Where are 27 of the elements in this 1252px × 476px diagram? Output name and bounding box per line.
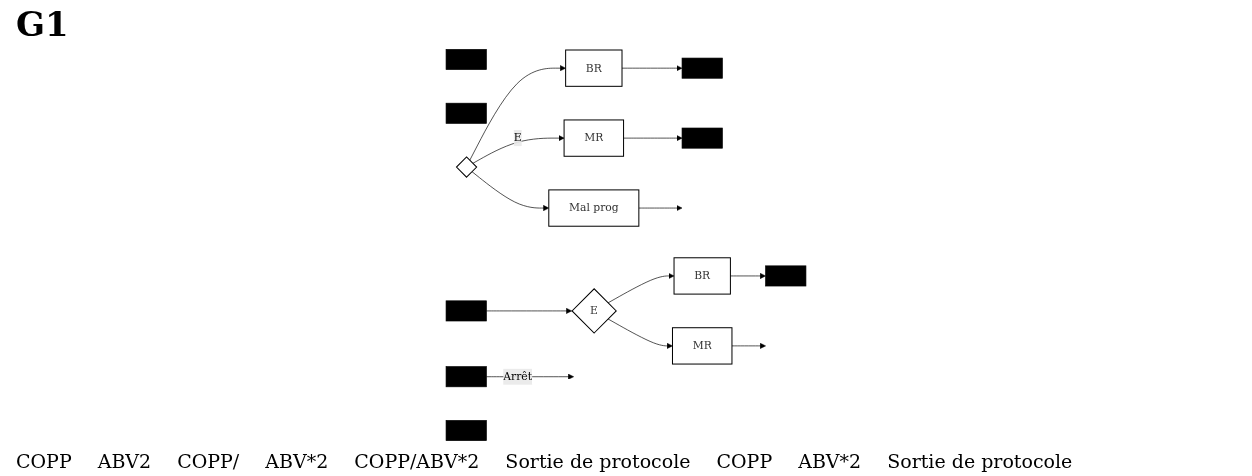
edge-label: E: [513, 131, 522, 145]
node-box: MR: [671, 327, 733, 365]
node-box: MR: [563, 119, 625, 157]
node-box: BR: [565, 49, 623, 87]
note-text: COPP/ABV*2: [354, 450, 480, 472]
note-text: Sortie de protocole: [505, 450, 691, 472]
note-text: COPP: [716, 450, 773, 472]
node-box: [445, 420, 487, 441]
node-box: [681, 127, 723, 149]
edge-label: Arrêt: [503, 370, 532, 383]
node-box: [765, 265, 807, 287]
note-text: COPP: [16, 450, 72, 472]
note-text: ABV*2: [265, 450, 329, 472]
node-box: [445, 366, 487, 388]
node-box: Mal prog: [548, 189, 640, 227]
note-text: COPP/: [177, 450, 240, 472]
node-box: [445, 102, 487, 124]
note-text: ABV2: [97, 450, 152, 472]
title: G1: [16, 4, 70, 44]
note-text: ABV*2: [798, 450, 862, 472]
node-box: BR: [673, 257, 731, 295]
node-diamond: [455, 156, 478, 178]
node-box: [445, 300, 487, 322]
note-text: Sortie de protocole: [887, 450, 1073, 472]
node-box: [681, 57, 723, 79]
node-diamond: E: [571, 288, 617, 334]
node-box: [445, 49, 487, 70]
